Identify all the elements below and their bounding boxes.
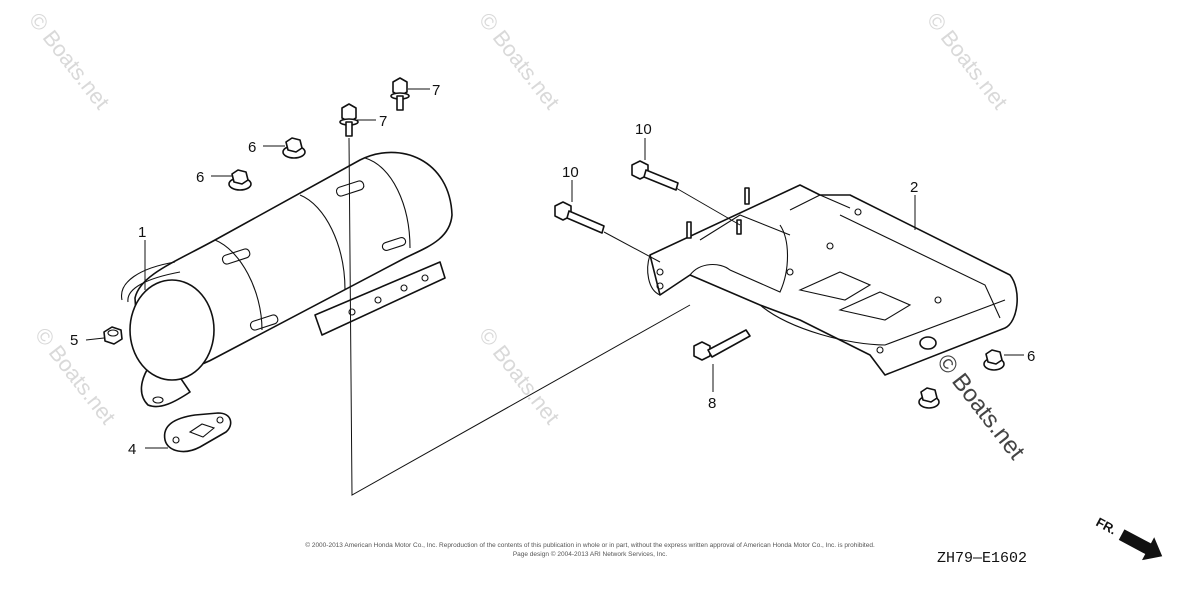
callout-10-b: 10	[562, 164, 579, 181]
callout-7-b: 7	[379, 113, 387, 130]
copyright-line-2: Page design © 2004-2013 ARI Network Serv…	[513, 550, 668, 558]
callout-6-a: 6	[248, 139, 256, 156]
watermark-top-center: © Boats.net	[474, 8, 565, 114]
reference-lines	[348, 137, 741, 496]
copyright-line-1: © 2000-2013 American Honda Motor Co., In…	[305, 541, 875, 549]
callout-6-b: 6	[196, 169, 204, 186]
watermark-large: © Boats.net	[931, 349, 1030, 465]
callout-10-a: 10	[635, 121, 652, 138]
callouts: 1 2 4 5 6 6 6 7 7 8 10 10	[70, 82, 1035, 458]
leader-lines	[85, 88, 1024, 449]
watermark-mid-center: © Boats.net	[474, 323, 565, 429]
callout-7-a: 7	[432, 82, 440, 99]
callout-4: 4	[128, 441, 136, 458]
bolt-part-7-b	[339, 103, 359, 137]
callout-8: 8	[708, 395, 716, 412]
nut-part-5	[103, 326, 123, 345]
bolt-part-7-a	[390, 77, 410, 111]
flange-nut-part-6-d	[918, 387, 940, 409]
diagram-code: ZH79—E1602	[937, 550, 1027, 567]
watermark-top-right: © Boats.net	[922, 8, 1013, 114]
bolt-part-10-a	[631, 160, 679, 191]
callout-5: 5	[70, 332, 78, 349]
direction-label: FR.	[1094, 514, 1120, 537]
watermark-top-left: © Boats.net	[24, 8, 115, 114]
front-direction-indicator: FR.	[1094, 514, 1163, 561]
callout-6-c: 6	[1027, 348, 1035, 365]
callout-1: 1	[138, 224, 146, 241]
direction-arrow-icon	[1118, 529, 1163, 561]
flange-nut-part-6-b	[228, 169, 252, 191]
flange-nut-part-6-a	[282, 137, 306, 159]
bolt-part-10-b	[554, 201, 605, 234]
bolt-part-8	[693, 329, 751, 361]
flange-nut-part-6-c	[983, 349, 1005, 371]
muffler-part-1	[121, 151, 453, 408]
callout-2: 2	[910, 179, 918, 196]
gasket-part-4	[163, 412, 232, 453]
protector-part-2	[647, 184, 1018, 376]
